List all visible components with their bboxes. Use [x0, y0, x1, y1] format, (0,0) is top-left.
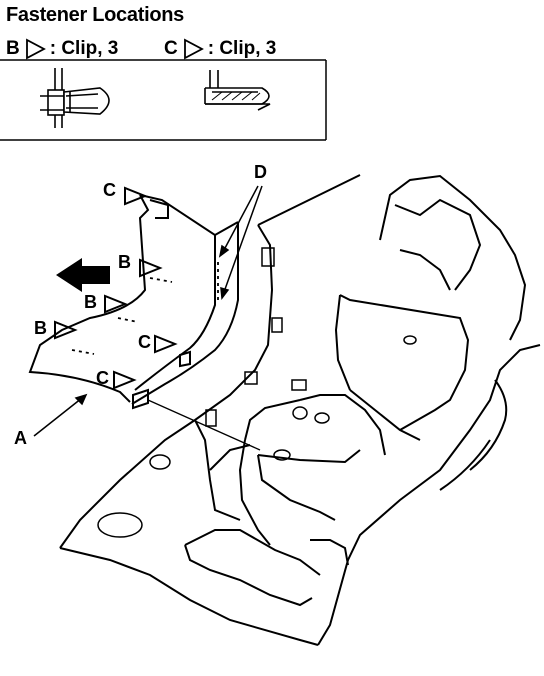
callout-c-2: C: [138, 332, 151, 352]
console-body: [59, 174, 541, 646]
legend-item-c: C : Clip, 3: [164, 38, 276, 60]
callout-b-2: B: [84, 292, 97, 312]
legend-item-b: B : Clip, 3: [6, 38, 118, 60]
callout-a: A: [14, 428, 27, 448]
d-leader-lines: [218, 185, 263, 300]
legend-frame: [0, 59, 327, 141]
legend-letter-b: B: [6, 38, 20, 59]
legend-letter-c: C: [164, 38, 178, 59]
callout-c-3: C: [96, 368, 109, 388]
legend-label-c: : Clip, 3: [207, 38, 277, 59]
triangle-pointer-icon: [54, 186, 178, 390]
clip-locations: [71, 262, 219, 355]
triangle-pointer-icon: [25, 38, 46, 60]
leader-line: [147, 399, 261, 451]
direction-arrow-icon: [56, 258, 110, 292]
diagram-title: Fastener Locations: [6, 4, 184, 26]
a-leader-line: [33, 393, 88, 437]
console-holes: [97, 247, 417, 538]
clip-c-icon: [204, 70, 271, 111]
part-a-trim-panel: [28, 194, 239, 410]
callout-b-1: B: [118, 252, 131, 272]
callout-c-1: C: [103, 180, 116, 200]
callout-b-3: B: [34, 318, 47, 338]
clip-b-icon: [40, 68, 110, 128]
triangle-pointer-icon: [183, 38, 204, 60]
callout-d: D: [254, 162, 267, 182]
legend-label-b: : Clip, 3: [49, 38, 119, 59]
